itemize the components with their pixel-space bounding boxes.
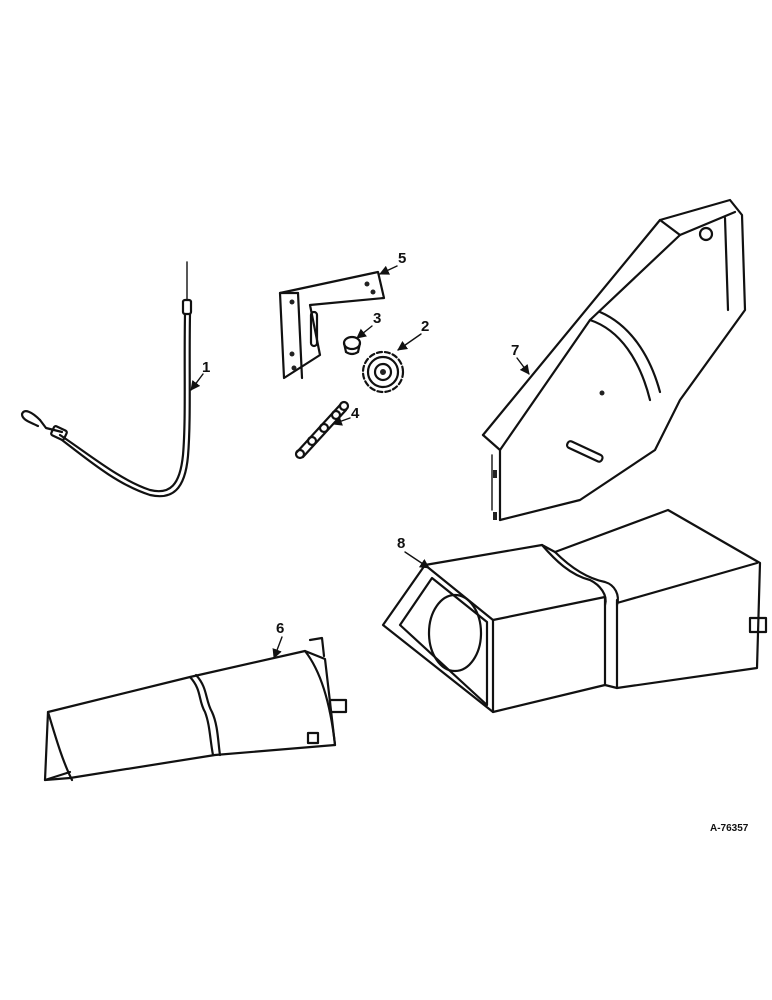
- part-7-shield: [481, 198, 747, 522]
- svg-text:4: 4: [351, 405, 360, 422]
- callout-7: 7: [511, 342, 530, 375]
- svg-text:1: 1: [202, 359, 210, 376]
- part-3-bushing: [342, 335, 362, 356]
- callout-8: 8: [397, 535, 430, 569]
- callout-6: 6: [272, 620, 284, 659]
- part-5-mounting-plate: [278, 270, 386, 380]
- part-6-tube: [43, 636, 348, 782]
- svg-text:5: 5: [398, 250, 406, 267]
- part-4-roller-chain: [294, 400, 350, 460]
- svg-text:2: 2: [421, 318, 429, 335]
- callout-5: 5: [379, 250, 406, 275]
- svg-text:3: 3: [373, 310, 381, 327]
- callout-3: 3: [356, 310, 381, 339]
- figure-number: A-76357: [710, 823, 749, 834]
- svg-text:7: 7: [511, 342, 519, 359]
- callout-2: 2: [397, 318, 429, 351]
- svg-text:6: 6: [276, 620, 284, 637]
- part-1-control-cable: [20, 261, 193, 498]
- callout-4: 4: [332, 405, 360, 426]
- svg-text:8: 8: [397, 535, 405, 552]
- part-8-housing: [381, 508, 768, 714]
- part-2-sprocket: [361, 350, 405, 394]
- callout-1: 1: [190, 359, 210, 391]
